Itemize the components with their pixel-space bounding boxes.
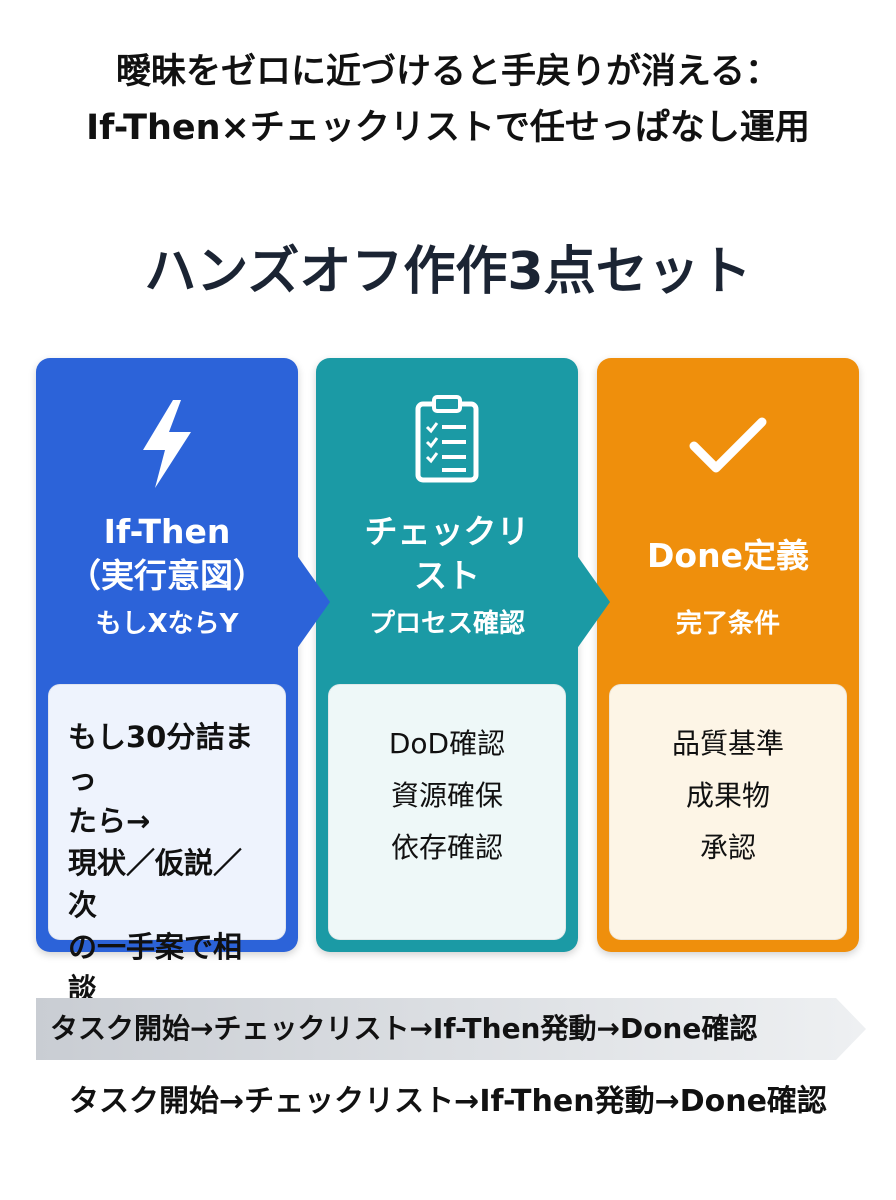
card-subtitle: プロセス確認: [368, 609, 525, 639]
title-line-2: If-Then×チェックリストで任せっぱなし運用: [86, 108, 810, 148]
body-line: 品質基準: [671, 727, 784, 760]
flow-text: タスク開始→チェックリスト→If-Then発動→Done確認: [69, 1084, 827, 1119]
body-line: もし30分詰まっ: [68, 720, 254, 796]
body-line: 現状／仮説／次: [68, 846, 243, 922]
card-if-then: If-Then （実行意図） もしXならY もし30分詰まっ たら→ 現状／仮説…: [36, 358, 298, 1006]
card-subtitle: 完了条件: [675, 609, 780, 639]
card-header: チェックリ スト プロセス確認: [316, 510, 578, 644]
card-body-text: 品質基準 成果物 承認: [609, 684, 847, 874]
lightning-icon: [36, 398, 298, 490]
body-line: の一手案で相談: [68, 930, 243, 1006]
card-title-line: スト: [414, 556, 480, 595]
flow-arrow-text: タスク開始→チェックリスト→If-Then発動→Done確認: [50, 1012, 758, 1045]
card-body: 品質基準 成果物 承認: [609, 684, 847, 940]
card-title-line: （実行意図）: [68, 556, 266, 595]
card-body: もし30分詰まっ たら→ 現状／仮説／次 の一手案で相談: [48, 684, 286, 1006]
flow-arrow-shape: [36, 998, 866, 1060]
card-body: DoD確認 資源確保 依存確認: [328, 684, 566, 940]
section-heading: ハンズオフ作作3点セット: [144, 242, 752, 302]
chevron-right-icon: [576, 554, 610, 650]
card-checklist: チェックリ スト プロセス確認 DoD確認 資源確保 依存確認: [316, 358, 578, 952]
body-line: DoD確認: [388, 727, 506, 760]
card-title-line: チェックリ: [364, 512, 530, 551]
body-line: 依存確認: [390, 831, 503, 864]
chevron-right-icon: [296, 554, 330, 650]
clipboard-checklist-icon: [316, 394, 578, 484]
body-line: 成果物: [685, 779, 770, 812]
card-title-line: Done定義: [647, 536, 809, 575]
card-title-line: If-Then: [103, 512, 231, 551]
card-body-text: DoD確認 資源確保 依存確認: [328, 684, 566, 874]
body-line: たら→: [68, 804, 151, 838]
checkmark-icon: [597, 416, 859, 476]
card-done-definition: Done定義 完了条件 品質基準 成果物 承認: [597, 358, 859, 952]
card-body-text: もし30分詰まっ たら→ 現状／仮説／次 の一手案で相談: [48, 684, 286, 1010]
card-header: Done定義 完了条件: [597, 534, 859, 644]
card-subtitle: もしXならY: [95, 609, 239, 639]
body-line: 資源確保: [390, 779, 503, 812]
card-header: If-Then （実行意図） もしXならY: [36, 510, 298, 644]
body-line: 承認: [699, 831, 756, 864]
page-title: 曖昧をゼロに近づけると手戻りが消える： If-Then×チェックリストで任せっぱ…: [0, 44, 896, 156]
title-line-1: 曖昧をゼロに近づけると手戻りが消える：: [116, 52, 780, 92]
